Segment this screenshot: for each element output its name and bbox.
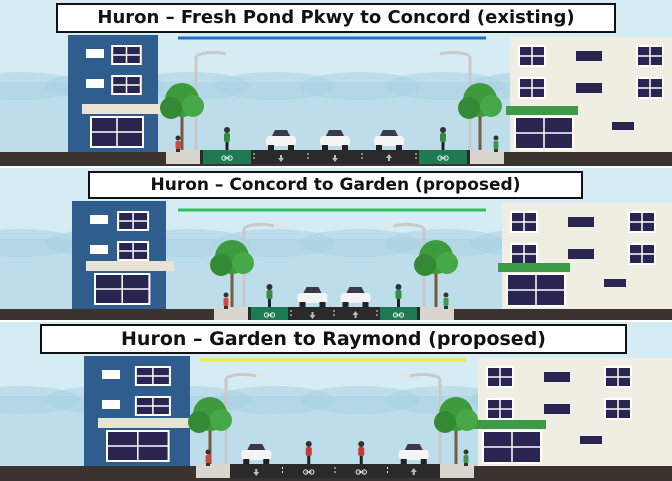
tree: [188, 397, 232, 466]
pedestrian: [223, 292, 229, 309]
tree: [160, 83, 204, 152]
tree: [414, 240, 458, 309]
pedestrian: [493, 135, 499, 152]
bike-symbol: [392, 312, 405, 318]
panel-separator: [0, 320, 672, 322]
lane-arrow: [278, 155, 284, 162]
sidewalk: [440, 464, 474, 478]
cyclist: [266, 284, 273, 307]
bike-symbol: [437, 155, 449, 161]
sidewalk: [196, 464, 230, 478]
pedestrian: [205, 449, 211, 466]
blue-building: [84, 356, 198, 466]
cyclist: [358, 441, 365, 464]
cyclist: [440, 127, 446, 150]
blue-building: [68, 35, 166, 152]
bike-symbol: [263, 312, 276, 318]
sidewalk: [214, 307, 248, 321]
bike-lane: [380, 307, 417, 321]
panel-title-existing: Huron – Fresh Pond Pkwy to Concord (exis…: [56, 3, 616, 33]
car: [398, 444, 429, 464]
car: [340, 287, 371, 307]
car: [297, 287, 328, 307]
lane-arrow: [332, 155, 338, 162]
cyclist: [395, 284, 402, 307]
tree: [210, 240, 254, 309]
car: [320, 130, 350, 150]
pedestrian: [175, 135, 181, 152]
car: [374, 130, 404, 150]
panel-title-garden-raymond: Huron – Garden to Raymond (proposed): [40, 324, 627, 354]
panel-separator: [0, 166, 672, 168]
bike-lane: [419, 150, 467, 164]
car: [266, 130, 296, 150]
sidewalk: [166, 150, 200, 164]
tree: [434, 397, 478, 466]
panel-title-concord-garden: Huron – Concord to Garden (proposed): [88, 171, 583, 199]
cream-building: [506, 37, 672, 152]
lane-arrow: [309, 312, 316, 319]
bike-lane: [203, 150, 251, 164]
bike-symbol: [221, 155, 233, 161]
blue-building: [72, 201, 174, 309]
bike-symbol: [355, 469, 367, 475]
lane-arrow: [253, 469, 260, 476]
car: [241, 444, 272, 464]
sidewalk: [420, 307, 454, 321]
pedestrian: [443, 292, 449, 309]
cream-building: [474, 358, 672, 466]
lane-arrow: [410, 468, 417, 475]
cyclist: [224, 127, 230, 150]
pedestrian: [463, 449, 469, 466]
bike-lane: [251, 307, 288, 321]
bike-symbol: [303, 469, 315, 475]
lane-arrow: [352, 311, 359, 318]
lane-arrow: [386, 154, 392, 161]
sidewalk: [470, 150, 504, 164]
cyclist: [305, 441, 312, 464]
tree: [458, 83, 502, 152]
cream-building: [498, 203, 672, 309]
